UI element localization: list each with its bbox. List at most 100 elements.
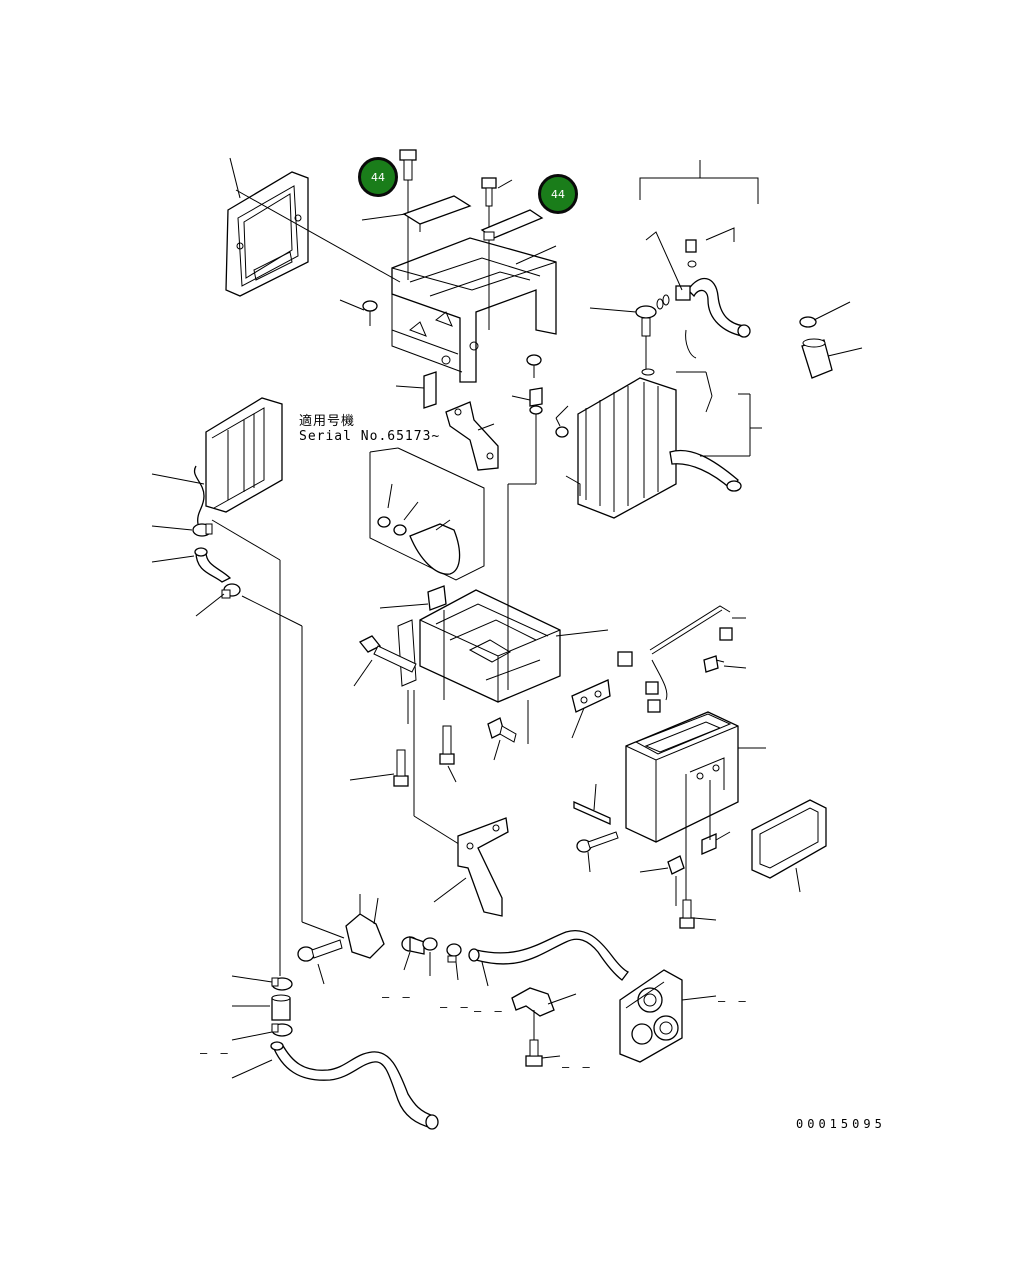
- callout-badge-44[interactable]: 44: [358, 157, 398, 197]
- leader-line: [541, 1055, 561, 1059]
- hose-joint: [271, 994, 291, 1021]
- leader-line: [827, 347, 863, 357]
- mounting-bracket: [445, 401, 499, 471]
- leader-line: [231, 975, 273, 983]
- hose: [194, 547, 232, 583]
- leader-line: [515, 245, 557, 265]
- leader-line: [455, 961, 459, 981]
- bolt: [297, 939, 343, 962]
- leader-line: [497, 179, 513, 189]
- leader-line: [317, 963, 325, 985]
- bracket: [402, 195, 472, 232]
- heater-core: [193, 397, 283, 525]
- o-ring: [656, 298, 664, 310]
- leader-line: [547, 993, 577, 1005]
- leader-line: [705, 227, 735, 242]
- resistor-block: [427, 585, 447, 611]
- hose-joint: [422, 937, 438, 951]
- leader-line: [555, 405, 569, 419]
- leader-line: [639, 867, 669, 873]
- support-bracket: [457, 817, 509, 917]
- bolt: [358, 635, 417, 673]
- leader-line: [681, 995, 717, 1001]
- leader-line: [723, 665, 747, 669]
- leader-line: [477, 423, 495, 431]
- leader-line: [795, 867, 801, 893]
- heater-pipe: [270, 1041, 439, 1130]
- leader-line: [435, 519, 451, 531]
- leader-line: [151, 555, 195, 563]
- leader-line: [571, 707, 585, 739]
- leader-line: [353, 659, 373, 687]
- dash-mark: – –: [200, 1046, 231, 1060]
- control-unit: [625, 711, 739, 843]
- drawing-number: 00015095: [796, 1117, 886, 1131]
- leader-line: [511, 395, 531, 401]
- pipe: [675, 278, 751, 338]
- leader-line: [705, 371, 713, 397]
- leader-line: [403, 501, 419, 521]
- bolt: [399, 149, 417, 280]
- leader-line: [379, 603, 429, 609]
- filter-gasket: [751, 799, 827, 879]
- plate: [571, 679, 611, 713]
- leader-line: [301, 921, 345, 939]
- clamp-bracket: [511, 987, 555, 1017]
- leader-line: [481, 961, 489, 987]
- leader-line: [555, 629, 609, 637]
- leader-line: [705, 395, 713, 413]
- hose-clamp: [271, 1023, 293, 1037]
- leader-line: [715, 831, 731, 841]
- leader-line: [387, 483, 393, 509]
- leader-line: [211, 519, 281, 561]
- leader-line: [447, 765, 457, 783]
- screw: [362, 300, 378, 326]
- leader-line: [151, 473, 205, 485]
- dash-mark: – –: [440, 1000, 471, 1014]
- applicability-callout-box: [369, 447, 485, 581]
- hose-clamp: [271, 977, 293, 991]
- hose-clamp: [192, 523, 213, 537]
- upper-duct-box: [391, 237, 557, 383]
- leader-line: [413, 815, 463, 847]
- leader-line: [493, 739, 501, 761]
- leader-line: [645, 231, 683, 291]
- hose-clamp: [446, 943, 462, 963]
- applicability-note-serial: Serial No.65173~: [299, 429, 441, 444]
- fitting: [685, 239, 697, 268]
- leader-line: [339, 299, 365, 311]
- clamp: [529, 387, 543, 484]
- dash-mark: – –: [382, 990, 413, 1004]
- evaporator: [565, 377, 742, 519]
- leader-line: [593, 783, 597, 811]
- hose-clamp: [221, 583, 241, 599]
- leader-line: [395, 385, 425, 389]
- leader-line: [241, 595, 303, 627]
- bolt: [525, 1039, 543, 1067]
- bolt: [487, 717, 517, 743]
- clip: [667, 833, 717, 875]
- expansion-valve: [635, 305, 657, 376]
- bolt: [439, 725, 455, 765]
- seal-strip: [573, 800, 611, 826]
- screw: [526, 354, 542, 378]
- bracket: [480, 209, 544, 241]
- o-ring: [662, 294, 670, 306]
- leader-line: [229, 157, 241, 199]
- heater-hose: [468, 930, 629, 981]
- blower-unit: [619, 969, 683, 1063]
- leader-line: [195, 593, 225, 617]
- callout-badge-44[interactable]: 44: [538, 174, 578, 214]
- group-bracket: [639, 177, 759, 204]
- dash-mark: – –: [474, 1004, 505, 1018]
- dash-mark: – –: [718, 994, 749, 1008]
- frame-gasket: [225, 171, 309, 297]
- leader-line: [151, 525, 193, 531]
- leader-line: [433, 877, 467, 903]
- bolt: [393, 749, 409, 787]
- screw: [555, 417, 569, 438]
- sensor-wire: [685, 329, 697, 359]
- leader-line: [813, 301, 851, 321]
- leader-line: [349, 773, 395, 781]
